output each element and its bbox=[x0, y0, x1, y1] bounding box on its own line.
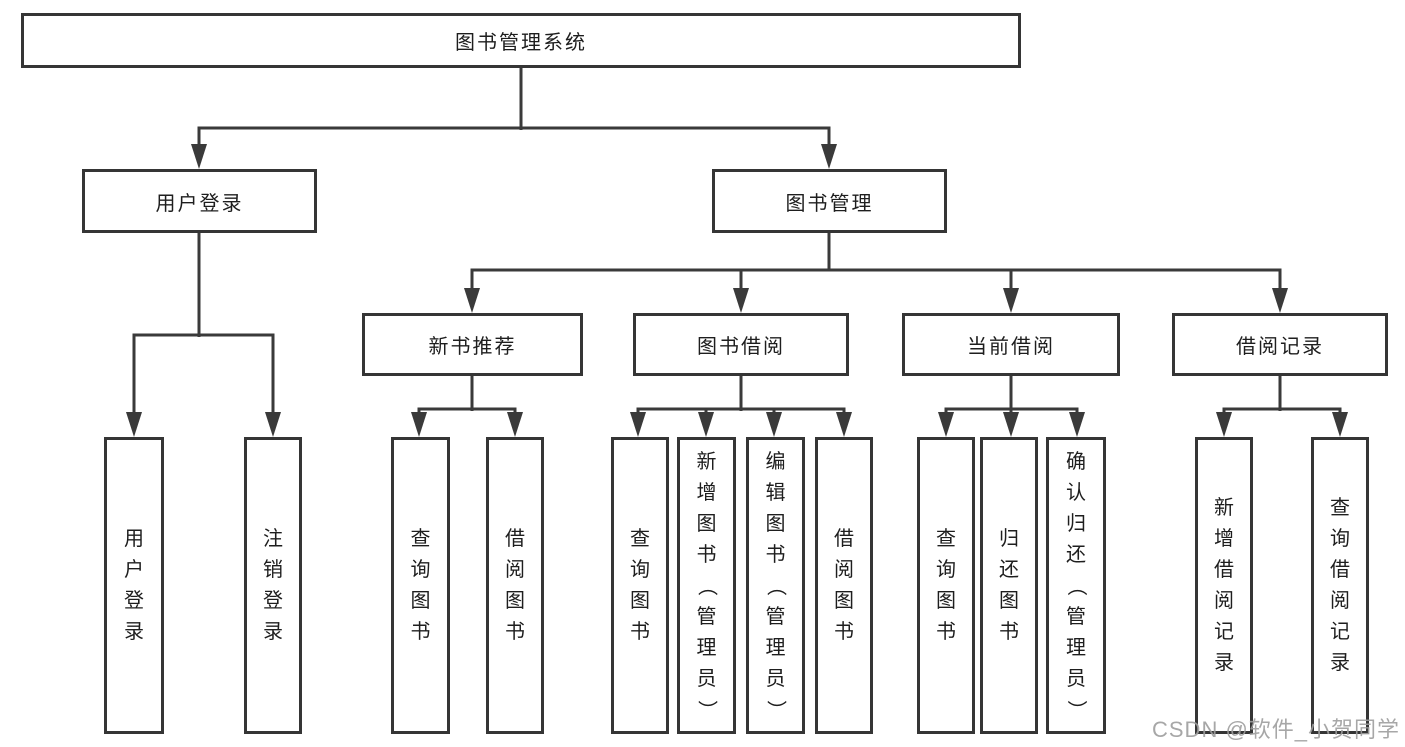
csdn-watermark: CSDN @软件_小贺同学 bbox=[1152, 717, 1401, 742]
leaf-return-books: 归还图书 bbox=[980, 437, 1038, 734]
node-library-management-system: 图书管理系统 bbox=[21, 13, 1021, 68]
node-label: 新书推荐 bbox=[428, 336, 517, 358]
node-current-borrowing: 当前借阅 bbox=[902, 313, 1120, 376]
leaf-confirm-return-admin: 确认归还（管理员） bbox=[1046, 437, 1106, 734]
node-new-book-recommend: 新书推荐 bbox=[362, 313, 583, 376]
leaf-add-borrow-record: 新增借阅记录 bbox=[1195, 437, 1253, 734]
node-label: 图书借阅 bbox=[697, 336, 785, 358]
leaf-logout: 注销登录 bbox=[244, 437, 302, 734]
leaf-add-books-admin: 新增图书（管理员） bbox=[677, 437, 736, 734]
leaf-query-books-current: 查询图书 bbox=[917, 437, 975, 734]
node-label: 图书管理系统 bbox=[455, 32, 587, 54]
leaf-query-books-borrowing: 查询图书 bbox=[611, 437, 669, 734]
leaf-borrow-books-recommend: 借阅图书 bbox=[486, 437, 544, 734]
node-borrowing-records: 借阅记录 bbox=[1172, 313, 1388, 376]
node-book-borrowing: 图书借阅 bbox=[633, 313, 849, 376]
node-label: 用户登录 bbox=[155, 192, 244, 215]
leaf-borrow-books-borrowing: 借阅图书 bbox=[815, 437, 873, 734]
leaf-query-books-recommend: 查询图书 bbox=[391, 437, 450, 734]
leaf-query-borrow-record: 查询借阅记录 bbox=[1311, 437, 1369, 734]
node-label: 借阅记录 bbox=[1236, 336, 1324, 358]
leaf-edit-books-admin: 编辑图书（管理员） bbox=[746, 437, 805, 734]
node-label: 图书管理 bbox=[785, 192, 874, 215]
node-label: 当前借阅 bbox=[967, 336, 1055, 358]
node-user-login: 用户登录 bbox=[82, 169, 317, 233]
node-book-management: 图书管理 bbox=[712, 169, 947, 233]
leaf-user-login: 用户登录 bbox=[104, 437, 164, 734]
